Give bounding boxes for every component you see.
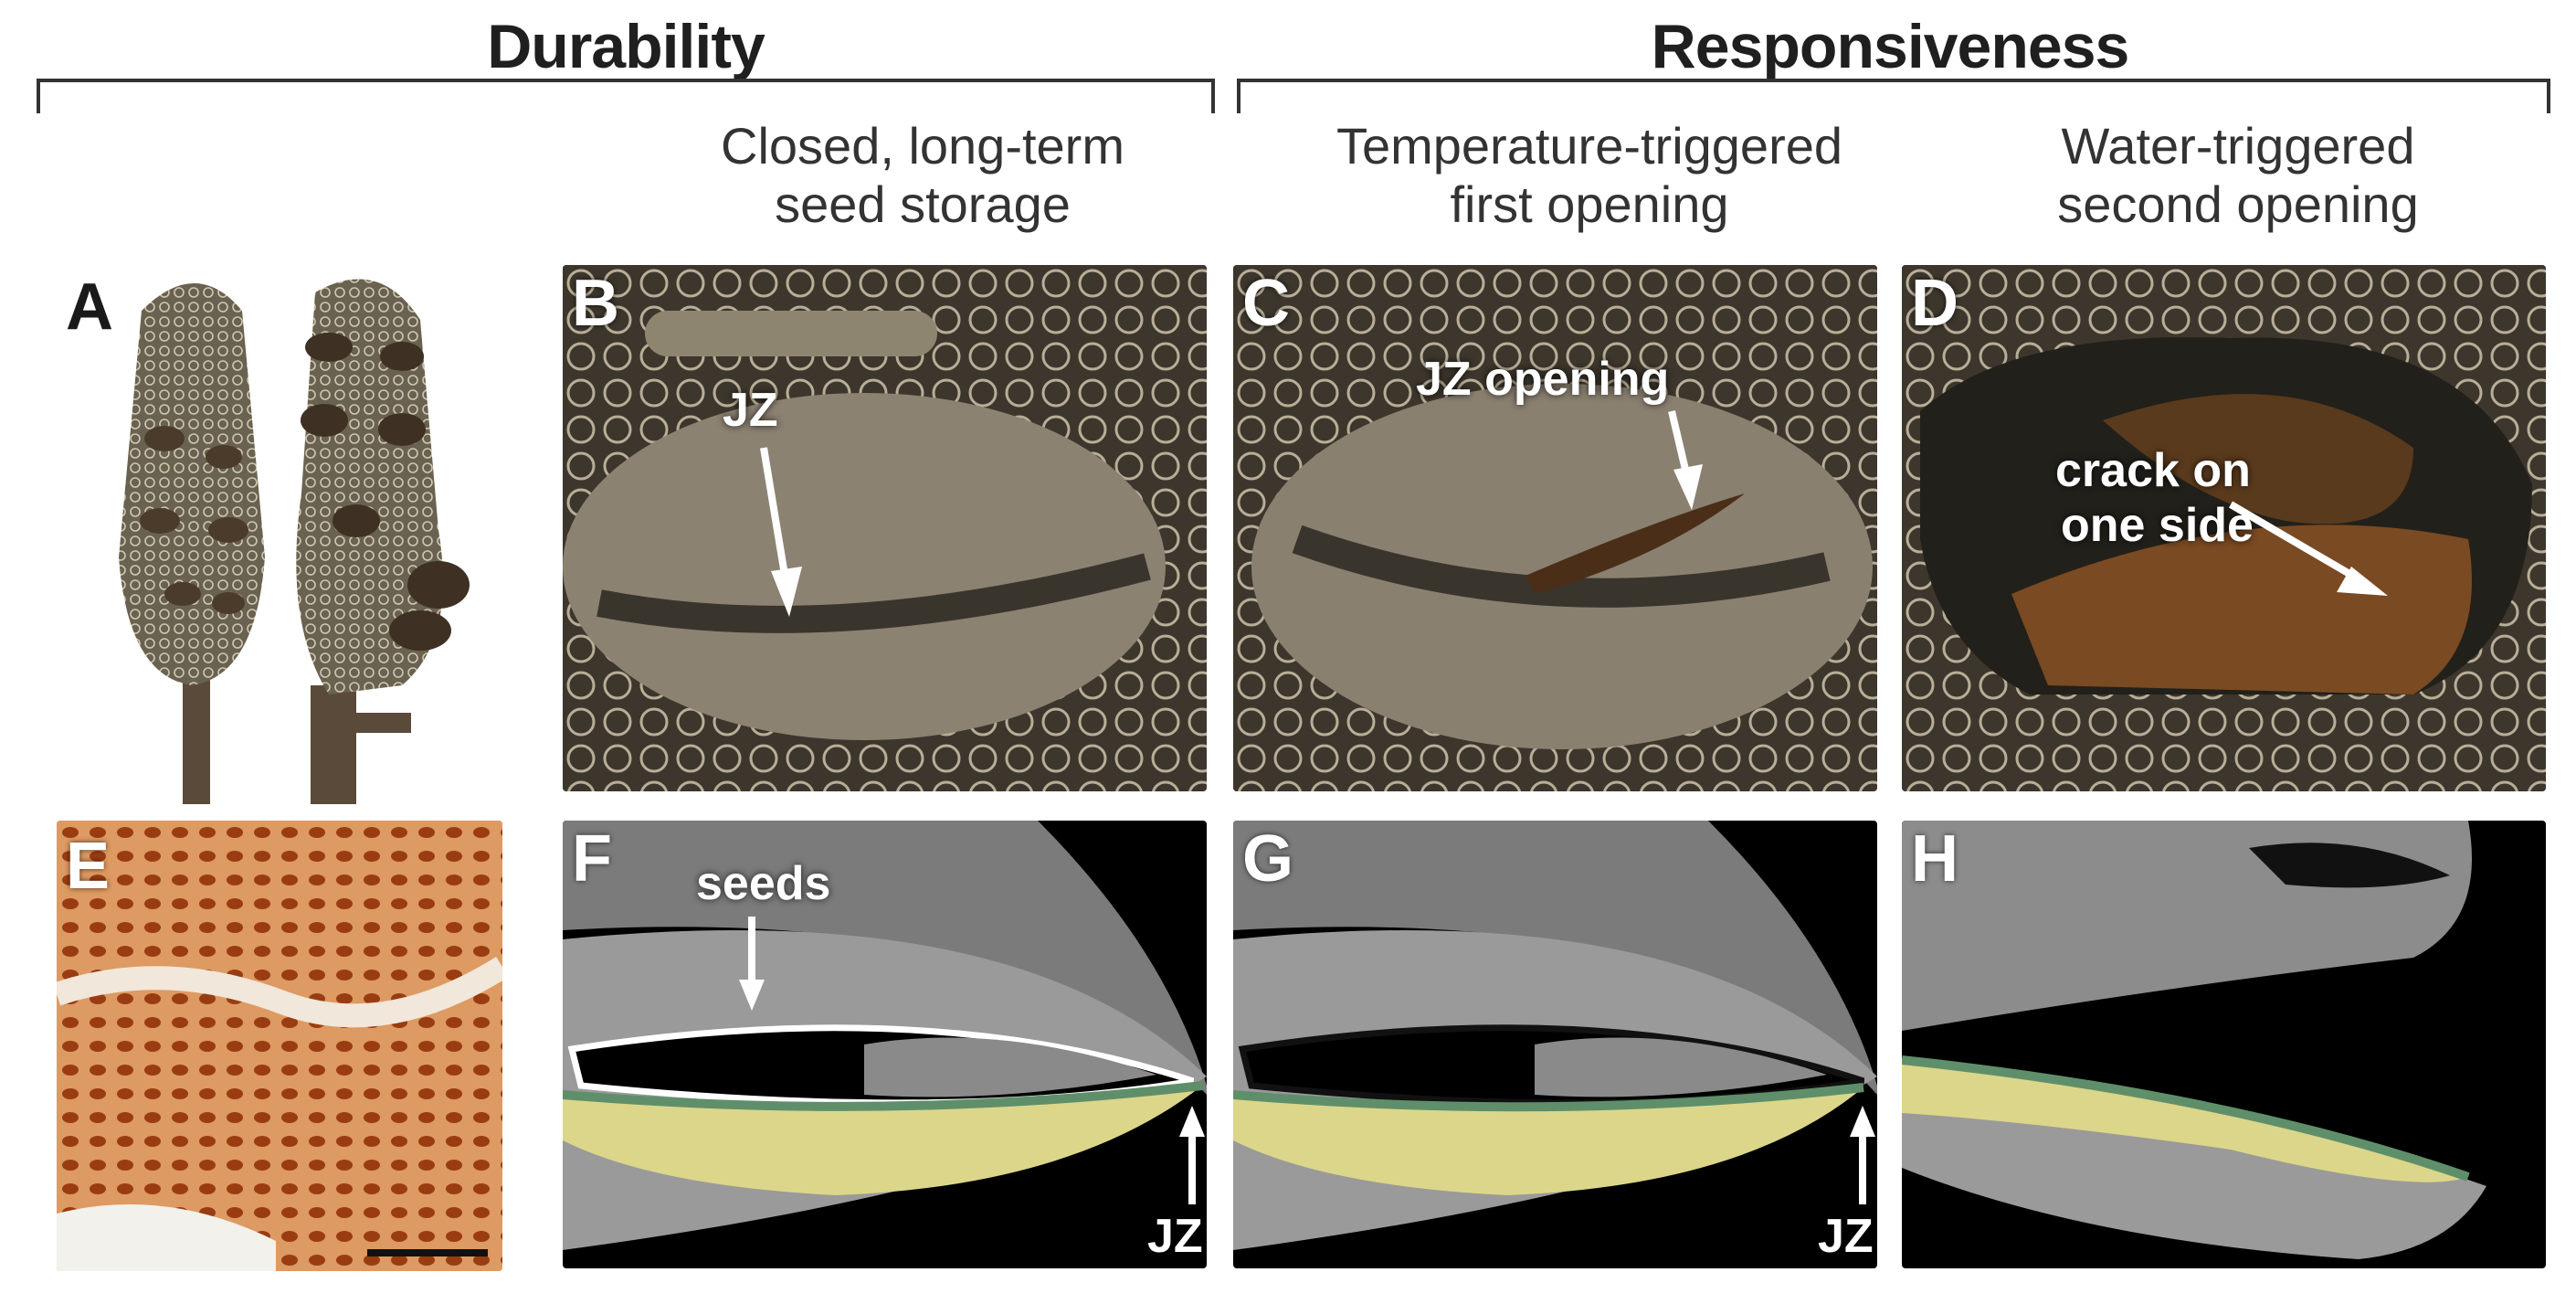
panel-g-jz-label: JZ [1818, 1210, 1874, 1263]
panel-d-crack-label-line2: one side [2061, 499, 2254, 552]
panel-c-jz-opening-label: JZ opening [1416, 353, 1670, 406]
panel-d-crack-arrow [2228, 501, 2388, 596]
column-heading-b-line1: Closed, long-term [721, 117, 1124, 175]
column-heading-d-line1: Water-triggered [2061, 117, 2415, 175]
panel-h-ct-second-opening-section: H [1902, 821, 2546, 1268]
panel-c-letter: C [1242, 267, 1290, 340]
panel-f-ct-closed-section: F seeds JZ [563, 821, 1207, 1268]
panel-c-first-opening-photo: C JZ opening [1233, 265, 1877, 791]
column-heading-d: Water-triggered second opening [1882, 117, 2576, 234]
panel-b-jz-arrow [760, 447, 802, 617]
panel-a-letter: A [66, 270, 113, 344]
panel-f-arrows [739, 917, 1205, 1204]
panel-f-seeds-label: seeds [696, 857, 831, 910]
durability-bracket [37, 79, 1215, 113]
panel-g-ct-first-opening-section: G JZ [1233, 821, 1877, 1268]
column-heading-c-line2: first opening [1450, 175, 1729, 233]
column-heading-d-line2: second opening [2057, 175, 2419, 233]
panel-b-jz-label: JZ [723, 384, 778, 437]
panel-c-jz-arrow [1668, 410, 1703, 510]
panel-e-letter: E [66, 830, 111, 903]
section-title-durability: Durability [487, 12, 765, 81]
panel-f-jz-label: JZ [1147, 1210, 1203, 1263]
panel-d-crack-label-line1: crack on [2055, 444, 2251, 497]
column-heading-b: Closed, long-term seed storage [566, 117, 1279, 234]
column-heading-c: Temperature-triggered first opening [1233, 117, 1946, 234]
panel-e-stained-tissue-photo: E [57, 821, 502, 1271]
panel-a-cones-photo: A [55, 256, 512, 804]
column-heading-c-line1: Temperature-triggered [1336, 117, 1843, 175]
panel-b-letter: B [572, 267, 619, 340]
column-heading-b-line2: seed storage [775, 175, 1071, 233]
panel-h-letter: H [1911, 822, 1958, 896]
panel-f-letter: F [572, 822, 612, 896]
panel-g-letter: G [1242, 822, 1294, 896]
section-title-responsiveness: Responsiveness [1651, 12, 2130, 81]
panel-b-closed-follicle-photo: B JZ [563, 265, 1207, 791]
panel-g-jz-arrow [1850, 1106, 1875, 1204]
panel-d-letter: D [1911, 267, 1958, 340]
responsiveness-bracket [1237, 79, 2550, 113]
panel-d-second-opening-photo: D crack on one side [1902, 265, 2546, 791]
